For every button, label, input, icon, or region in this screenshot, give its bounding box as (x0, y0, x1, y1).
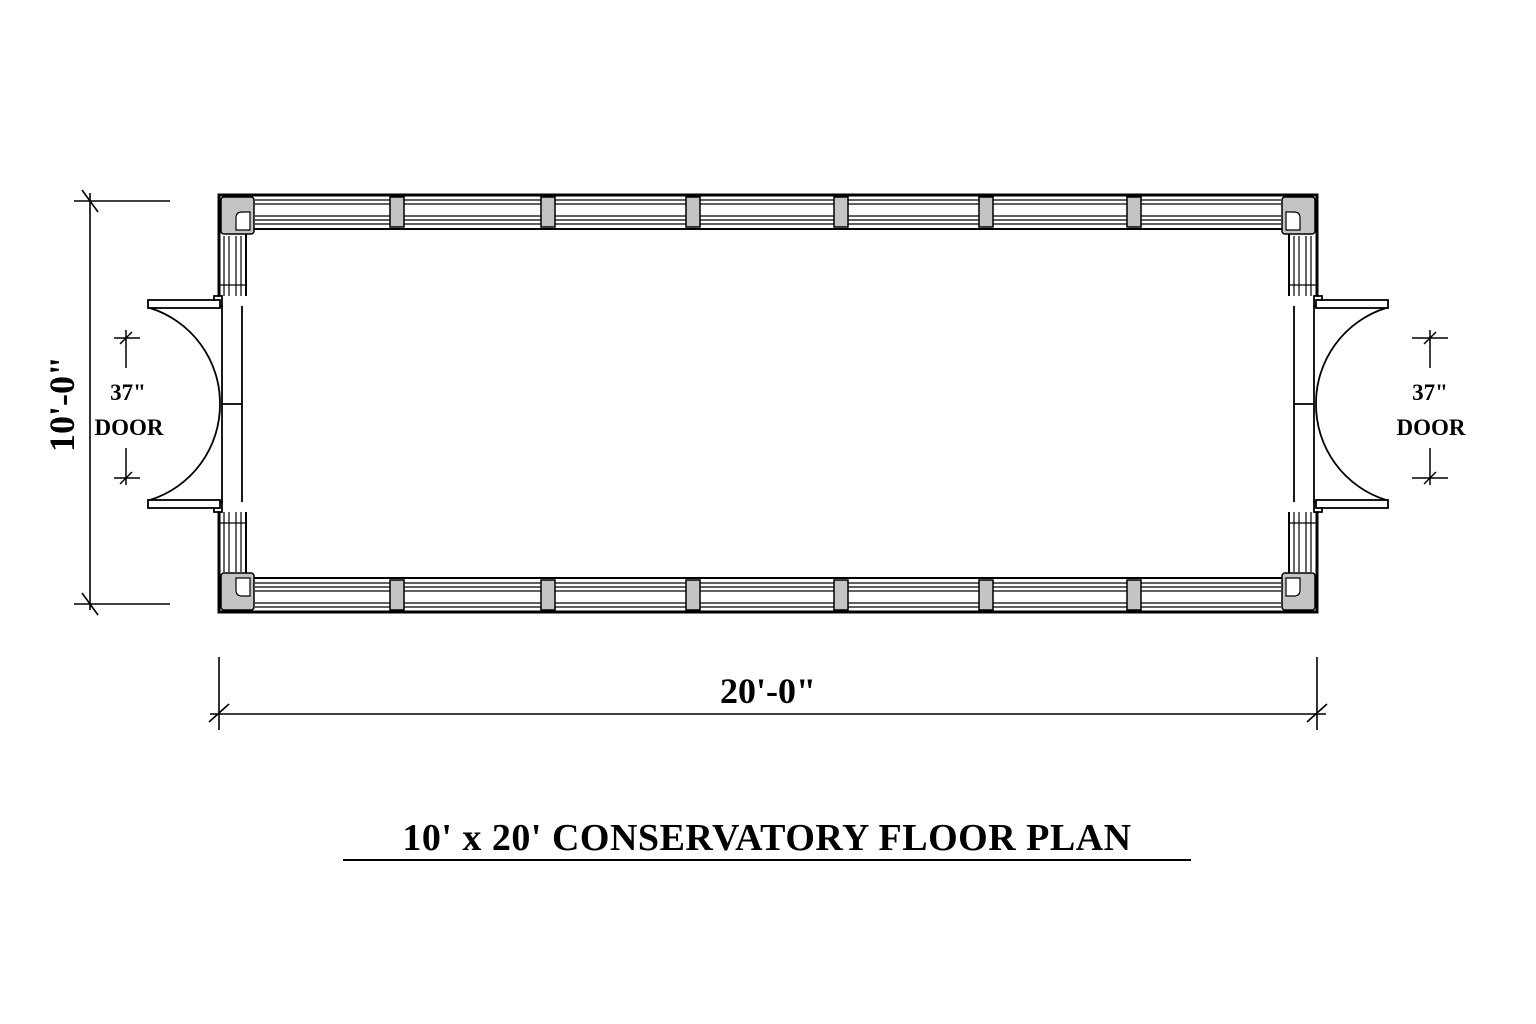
mullion (1126, 196, 1142, 228)
right-door-size: 37" (1412, 380, 1448, 405)
width-dimension-label: 20'-0" (720, 671, 816, 711)
mullion (978, 196, 994, 228)
mullion (389, 579, 405, 611)
right-door-label: DOOR (1397, 415, 1466, 440)
mullion (540, 579, 556, 611)
mullion (685, 579, 701, 611)
right-double-door (1293, 295, 1389, 513)
mullion (685, 196, 701, 228)
conservatory-walls (217, 193, 1319, 614)
mullion (540, 196, 556, 228)
mullion (833, 196, 849, 228)
wall-mullions (389, 196, 1142, 611)
mullion (389, 196, 405, 228)
left-door-label: DOOR (95, 415, 164, 440)
width-dimension-line (208, 657, 1328, 730)
right-wall-glazing (1289, 236, 1317, 572)
bottom-wall-glazing (255, 582, 1281, 608)
left-door-dimension (114, 330, 140, 485)
right-door-dimension (1412, 330, 1448, 485)
depth-dimension-line (74, 189, 170, 616)
left-double-door (147, 295, 243, 513)
plan-title: 10' x 20' CONSERVATORY FLOOR PLAN (402, 817, 1131, 859)
corner-posts (220, 196, 1316, 611)
left-wall-glazing (219, 236, 246, 572)
mullion (978, 579, 994, 611)
inner-wall-outline (245, 228, 1290, 579)
left-door-size: 37" (110, 380, 146, 405)
mullion (1126, 579, 1142, 611)
outer-wall-outline (217, 193, 1319, 614)
mullion (833, 579, 849, 611)
top-wall-glazing (255, 199, 1281, 225)
depth-dimension-label: 10'-0" (42, 356, 82, 452)
